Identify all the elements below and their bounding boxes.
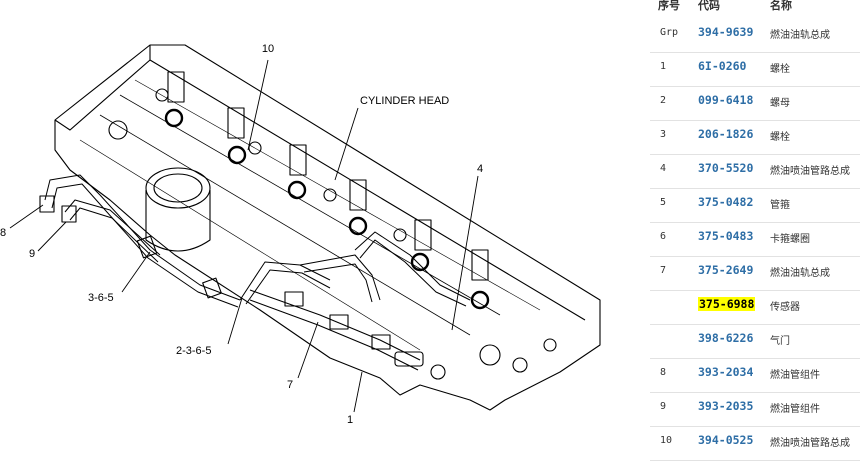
clamp-2 xyxy=(202,277,222,299)
part-name: 燃油喷油管路总成 xyxy=(770,166,850,177)
table-row[interactable]: 4 370-5520 燃油喷油管路总成 xyxy=(650,155,860,189)
part-name: 螺栓 xyxy=(770,132,790,143)
injector-6 xyxy=(470,249,490,310)
table-row[interactable]: 398-6226 气门 xyxy=(650,325,860,359)
injector-5 xyxy=(410,219,432,272)
part-number-link[interactable]: 393-2035 xyxy=(698,399,754,413)
part-number-link[interactable]: 398-6226 xyxy=(698,331,754,345)
part-number-link[interactable]: 6I-0260 xyxy=(698,59,747,73)
table-row[interactable]: 8 393-2034 燃油管组件 xyxy=(650,359,860,393)
part-number-link[interactable]: 375-2649 xyxy=(698,263,754,277)
cylinder-head-diagram: 10 CYLINDER HEAD 4 8 9 3-6-5 2-3-6-5 7 1 xyxy=(0,43,601,426)
label-1: 1 xyxy=(347,414,353,426)
row-seq: 5 xyxy=(660,197,667,208)
fuel-lines xyxy=(44,174,471,308)
part-number-link[interactable]: 394-9639 xyxy=(698,25,754,39)
row-seq: 6 xyxy=(660,231,667,242)
part-number-link[interactable]: 375-6988 xyxy=(698,297,756,311)
label-2-3-6-5: 2-3-6-5 xyxy=(176,345,211,357)
table-row[interactable]: Grp 394-9639 燃油油轨总成 xyxy=(650,19,860,53)
row-seq: 1 xyxy=(660,61,667,72)
part-name: 气门 xyxy=(770,336,790,347)
table-row[interactable]: 10 394-0525 燃油喷油管路总成 xyxy=(650,427,860,461)
label-9: 9 xyxy=(29,248,35,260)
label-7: 7 xyxy=(287,379,293,391)
row-seq: 9 xyxy=(660,401,667,412)
injector-2 xyxy=(227,107,247,165)
clamp-1 xyxy=(136,235,158,259)
row-seq: 4 xyxy=(660,163,667,174)
part-number-link[interactable]: 394-0525 xyxy=(698,433,754,447)
parts-table: 序号 代码 名称 Grp 394-9639 燃油油轨总成 1 6I-0260 螺栓 2 099… xyxy=(650,0,860,469)
part-number-link[interactable]: 206-1826 xyxy=(698,127,754,141)
fuel-rail xyxy=(249,289,421,371)
row-seq: 3 xyxy=(660,129,667,140)
table-row[interactable]: 7 375-2649 燃油油轨总成 xyxy=(650,257,860,291)
part-number-link[interactable]: 375-0482 xyxy=(698,195,754,209)
part-name: 燃油喷油管路总成 xyxy=(770,438,850,449)
row-seq: 8 xyxy=(660,367,667,378)
part-name: 燃油管组件 xyxy=(770,404,820,415)
header-code: 代码 xyxy=(698,0,720,12)
table-row[interactable]: 2 099-6418 螺母 xyxy=(650,87,860,121)
label-4: 4 xyxy=(477,163,483,175)
part-number-link[interactable]: 370-5520 xyxy=(698,161,754,175)
header-name: 名称 xyxy=(770,0,792,12)
row-seq: 2 xyxy=(660,95,667,106)
injector-4 xyxy=(348,179,368,236)
part-name: 传感器 xyxy=(770,302,800,313)
table-row[interactable]: 9 393-2035 燃油管组件 xyxy=(650,393,860,427)
header-seq: 序号 xyxy=(658,0,680,12)
label-cylinder-head: CYLINDER HEAD xyxy=(360,95,449,107)
part-number-link[interactable]: 375-0483 xyxy=(698,229,754,243)
sensor xyxy=(394,351,446,380)
row-seq: Grp xyxy=(660,27,679,38)
part-name: 螺栓 xyxy=(770,64,790,75)
table-row[interactable]: 6 375-0483 卡箍螺圈 xyxy=(650,223,860,257)
table-row[interactable]: 5 375-0482 管箍 xyxy=(650,189,860,223)
part-name: 管箍 xyxy=(770,200,790,211)
intake-port xyxy=(145,167,211,209)
table-row[interactable]: 3 206-1826 螺栓 xyxy=(650,121,860,155)
label-10: 10 xyxy=(262,43,274,55)
table-row[interactable]: 375-6988 传感器 xyxy=(650,291,860,325)
label-3-6-5: 3-6-5 xyxy=(88,292,114,304)
part-name: 燃油管组件 xyxy=(770,370,820,381)
table-header: 序号 代码 名称 xyxy=(650,0,860,16)
part-name: 燃油油轨总成 xyxy=(770,268,830,279)
label-8: 8 xyxy=(0,227,6,239)
row-seq: 10 xyxy=(660,435,673,446)
part-number-link[interactable]: 099-6418 xyxy=(698,93,754,107)
cylinder-head-outline xyxy=(54,44,601,411)
injector-3 xyxy=(287,144,307,200)
part-number-link[interactable]: 393-2034 xyxy=(698,365,754,379)
table-row[interactable]: 1 6I-0260 螺栓 xyxy=(650,53,860,87)
part-name: 卡箍螺圈 xyxy=(770,234,810,245)
part-name: 螺母 xyxy=(770,98,790,109)
row-seq: 7 xyxy=(660,265,667,276)
injector-1 xyxy=(164,71,185,128)
part-name: 燃油油轨总成 xyxy=(770,30,830,41)
